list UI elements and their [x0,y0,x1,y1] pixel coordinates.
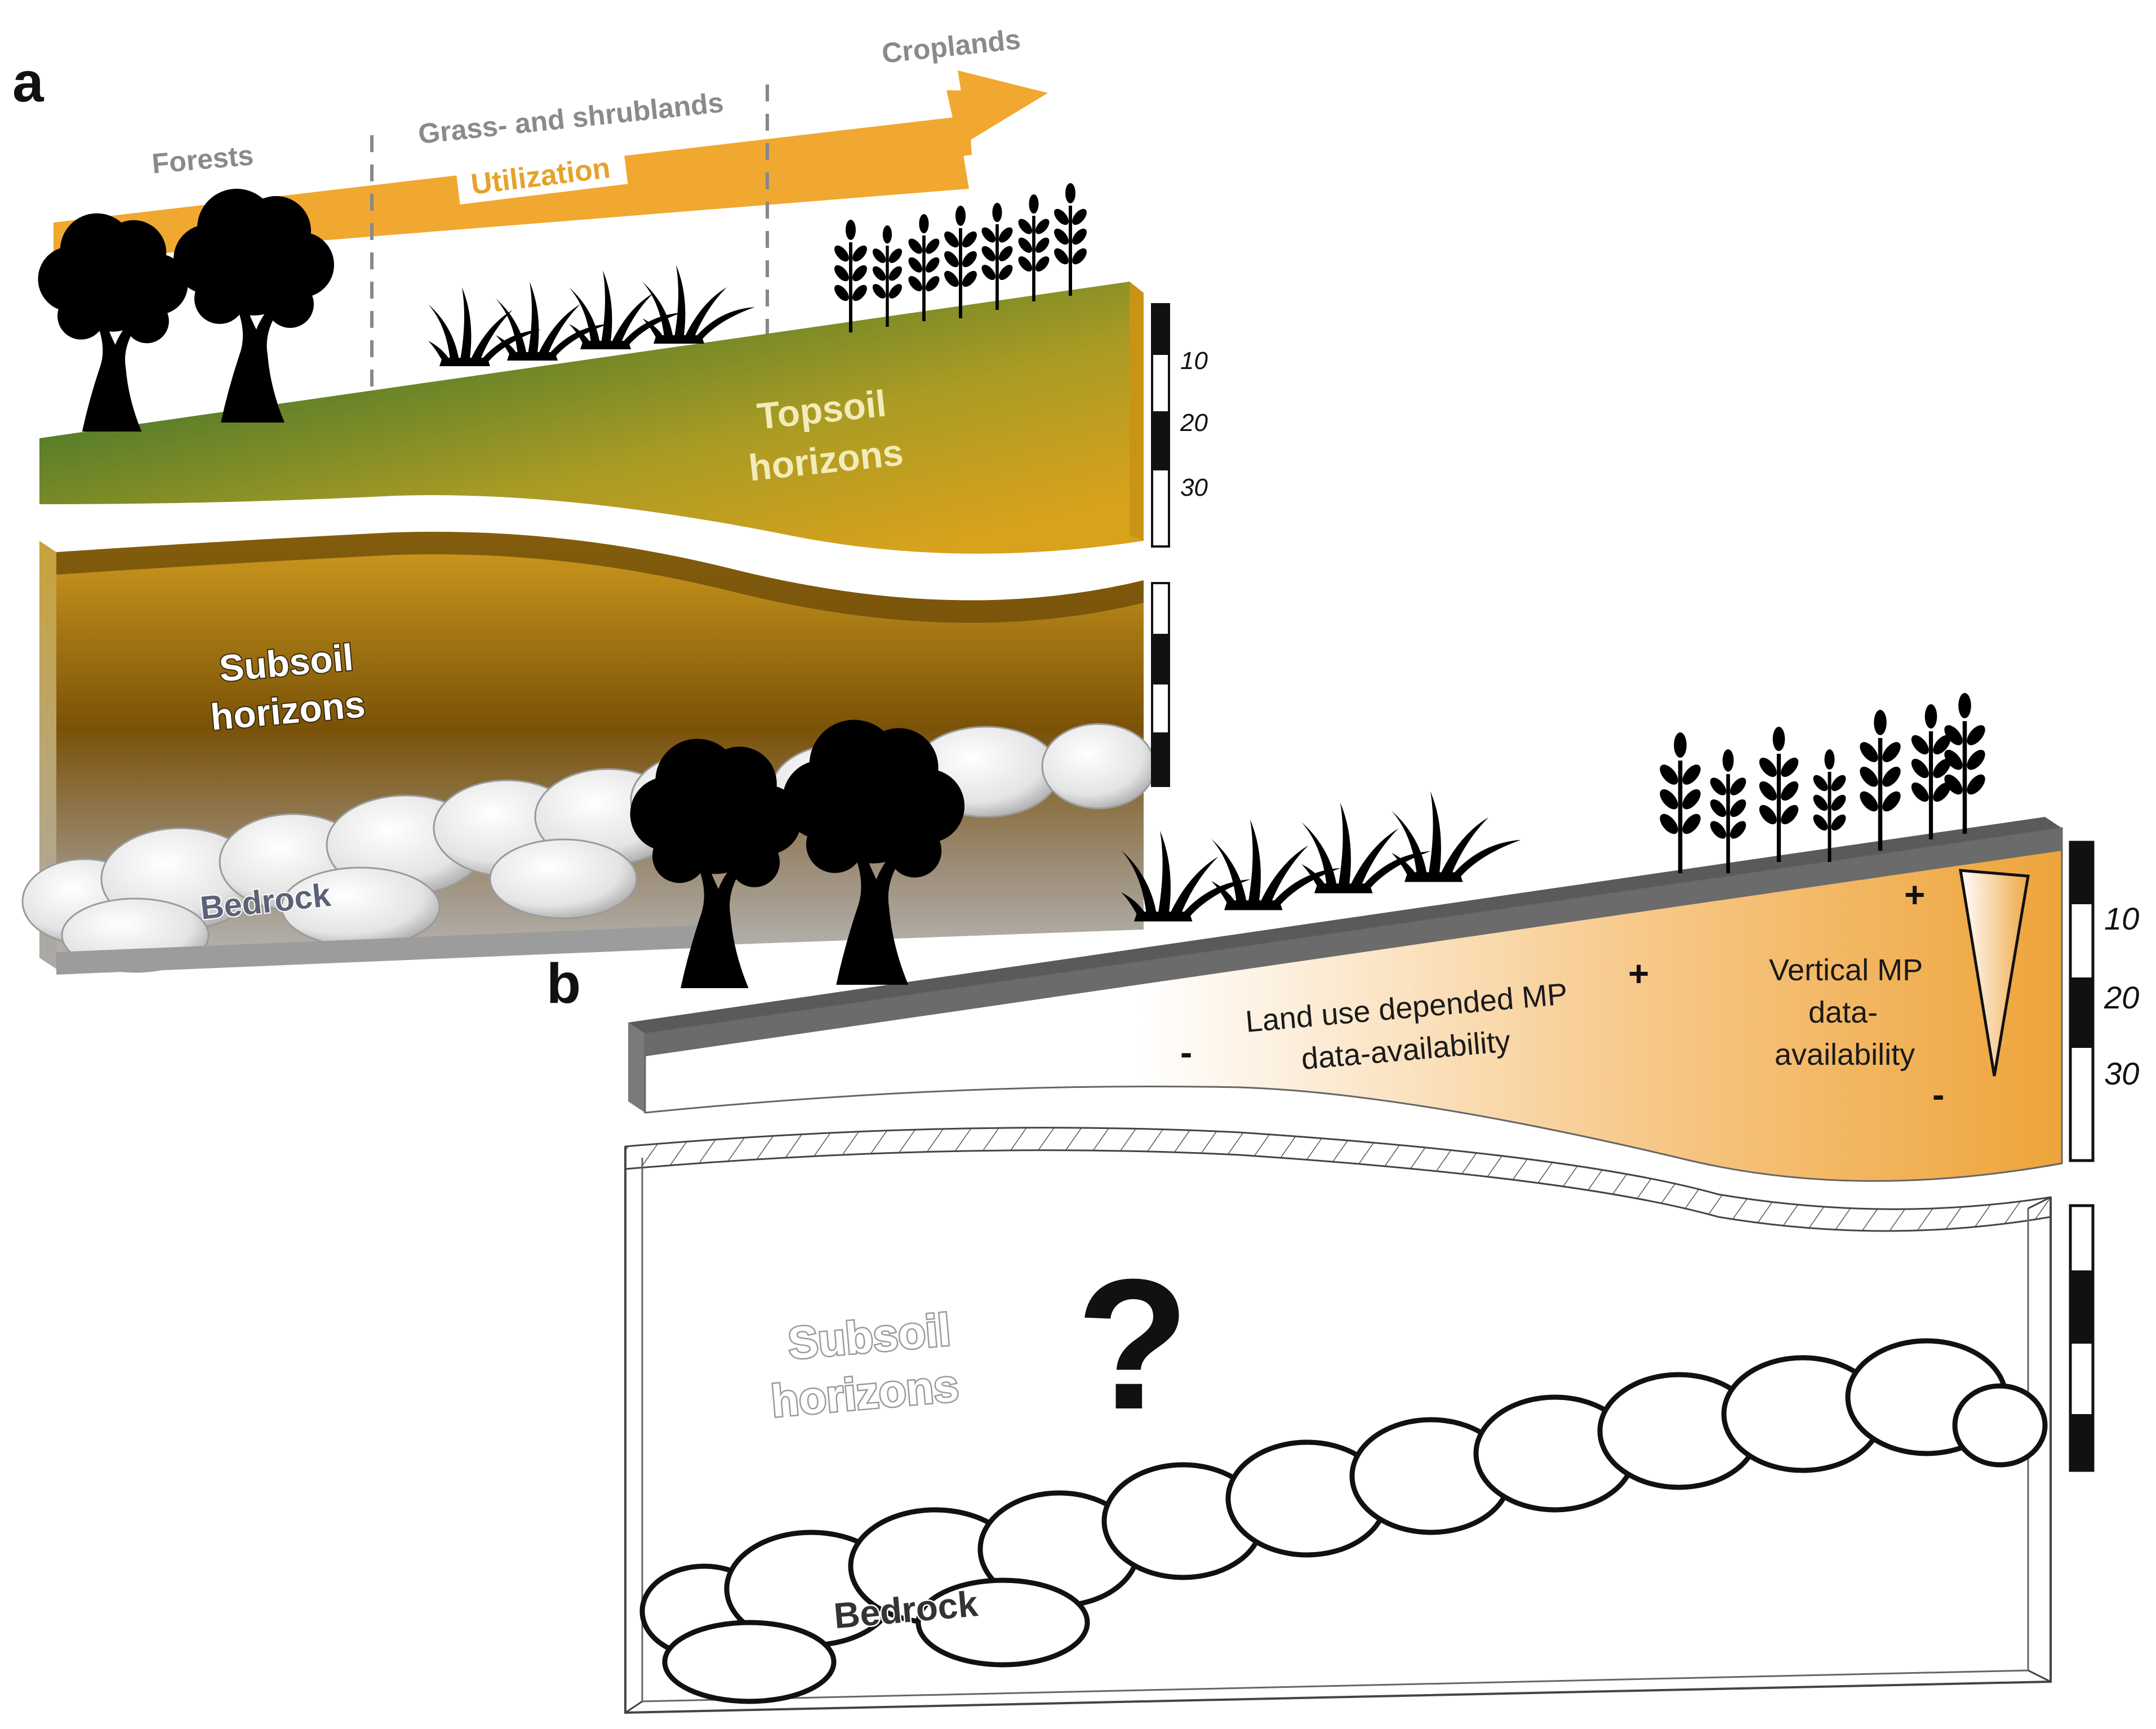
utilization-arrow-head [958,70,1048,141]
scale-bar-segment [2070,977,2093,1048]
subsoil-top-shadow [56,531,1144,623]
vertical-text-2: data- [1808,995,1878,1029]
arrow-label-gap [454,134,628,205]
rock-icon [489,838,638,919]
panel-b-letter: b [546,952,581,1015]
rock-icon [1041,723,1156,810]
wheat-icon [1859,710,1901,851]
scale-bar-b-top: 10 20 30 [2069,841,2139,1162]
scale-bar-segment [2070,1414,2093,1470]
wheat-icon [1910,704,1952,839]
wheat-icon [980,203,1014,310]
scale-b-tick-10: 10 [2104,901,2139,936]
wheat-icon [1758,727,1800,862]
box-edge [2028,1196,2051,1210]
scale-bar-segment [1152,732,1169,786]
surface-slab-top [628,817,2062,1034]
vertical-gradient-cone [1959,869,2030,1077]
scale-bar-segment [1152,411,1169,470]
tree-icon [783,719,965,985]
scale-bar-segment [1152,634,1169,685]
subsoil-side [39,541,56,969]
rock-icon [662,1620,837,1704]
topsoil-horizon [39,282,1144,554]
scale-a-tick-30: 30 [1180,474,1208,501]
box-edge [625,1700,643,1714]
grass-icon [1392,791,1521,882]
scale-bar-segment [1152,304,1169,355]
scale-b-tick-30: 30 [2104,1056,2139,1091]
wheat-icon [1810,749,1849,862]
wheat-icon [870,225,904,327]
rock-icon [1952,1383,2048,1468]
availability-surface-band [645,828,2062,1056]
bedrock-b-rocks [639,1338,2048,1704]
box-edge [2028,1669,2051,1683]
tree-icon [174,189,334,423]
subsoil-b-label-2: horizons [769,1360,961,1426]
vertical-text-1: Vertical MP [1769,953,1923,987]
scale-a-tick-10: 10 [1180,347,1208,375]
bedrock-a-rocks [21,723,1156,973]
surface-slab-front [628,1023,645,1113]
tree-icon [630,739,802,988]
wheat-icon [907,214,941,321]
panel-a-letter: a [12,51,45,114]
vertical-text-3: availability [1775,1038,1915,1072]
wheat-icon [1053,183,1087,296]
scale-b-tick-20: 20 [2104,980,2139,1015]
vertical-plus: + [1904,874,1925,915]
topsoil-side [1130,282,1144,541]
scale-bar-a-top: 10 20 30 [1151,303,1208,548]
wheat-icon [1659,732,1701,873]
subsoil-b-label-1: Subsoil [786,1304,953,1368]
zone-label-forests: Forests [150,139,255,180]
panel-b: b Land use depended MP data-availability… [546,693,2139,1714]
wheat-icon [1707,749,1749,873]
scale-bar-a-bottom [1151,582,1170,787]
grass-icon [642,265,755,344]
unknown-question-mark: ? [1076,1240,1190,1448]
scale-bar-segment [2070,842,2093,904]
wheat-icon [1017,194,1051,301]
wheat-icon [834,220,868,332]
land-use-minus: - [1180,1032,1192,1073]
availability-horizon [644,827,2063,1182]
land-use-plus: + [1628,953,1649,994]
scale-bar-b-bottom [2069,1204,2095,1472]
grass-icon [1211,819,1341,910]
zone-label-croplands: Croplands [880,23,1022,69]
vertical-minus: - [1932,1074,1944,1115]
rock-icon [915,1577,1090,1668]
subsoil-b-box [624,1146,2052,1714]
wheat-icon [944,206,977,318]
tree-icon [38,213,188,432]
panel-a: a Utilization Forests Grass- and shrubla… [12,23,1208,975]
scale-a-tick-20: 20 [1180,409,1208,437]
scale-bar-segment [2070,1270,2093,1344]
bedrock-a-base [56,924,732,975]
